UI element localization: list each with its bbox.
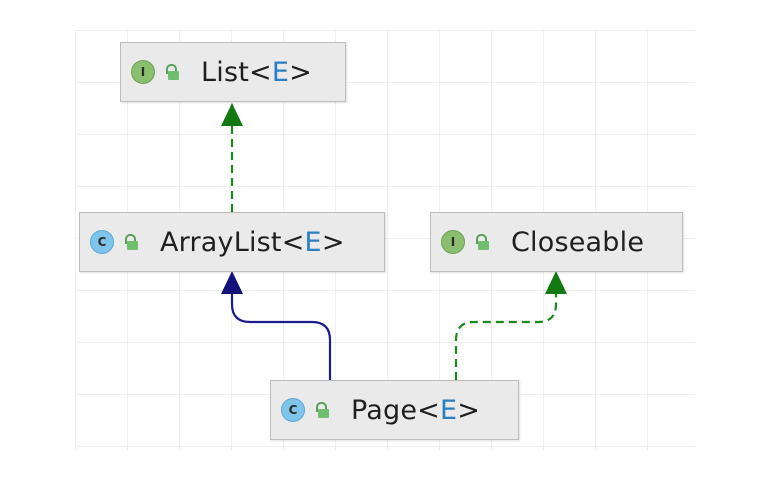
node-label: Closeable: [511, 226, 645, 258]
node-arraylist[interactable]: C ArrayList<E>: [79, 212, 385, 272]
node-label: List<E>: [201, 56, 312, 88]
interface-icon: I: [441, 230, 465, 254]
node-label: ArrayList<E>: [160, 226, 345, 258]
edge-page-implements-closeable[interactable]: [454, 294, 558, 380]
lock-icon: [315, 402, 329, 418]
node-label: Page<E>: [351, 394, 481, 426]
lock-icon: [124, 234, 138, 250]
interface-icon: I: [131, 60, 155, 84]
class-icon: C: [281, 398, 305, 422]
node-page[interactable]: C Page<E>: [270, 380, 519, 440]
lock-icon: [165, 64, 179, 80]
node-list[interactable]: I List<E>: [120, 42, 346, 102]
edge-page-extends-arraylist[interactable]: [230, 294, 332, 380]
arrowhead-list: [221, 103, 243, 126]
class-icon: C: [90, 230, 114, 254]
arrowhead-closeable: [545, 271, 567, 294]
arrowhead-arraylist: [221, 271, 243, 294]
lock-icon: [475, 234, 489, 250]
node-closeable[interactable]: I Closeable: [430, 212, 683, 272]
